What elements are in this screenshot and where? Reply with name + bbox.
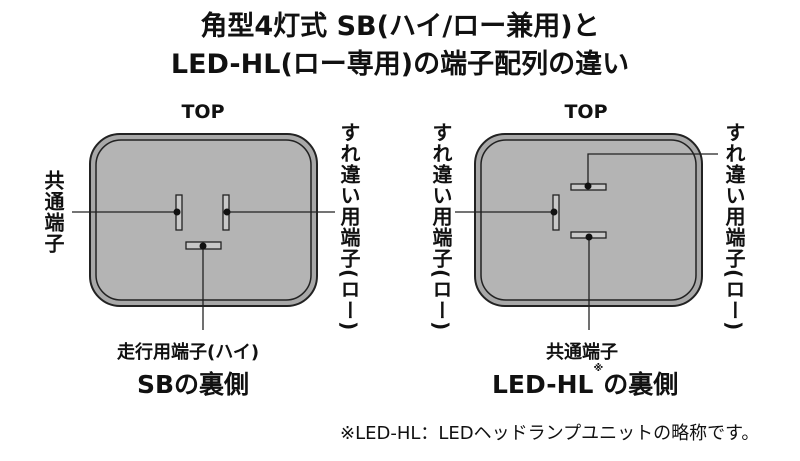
sb-connector [72, 133, 335, 330]
sb-caption: SBの裏側 [137, 370, 250, 399]
led-right-low-terminal-label: すれ違い用端子(ロー) [722, 122, 746, 332]
led-top-label: TOP [564, 101, 608, 123]
sb-high-terminal-label: 走行用端子(ハイ) [117, 342, 260, 363]
footnote: ※LED-HL：LEDヘッドランプユニットの略称です。 [340, 423, 760, 444]
footnote-mark: ※ [593, 363, 604, 374]
sb-low-terminal-label: すれ違い用端子(ロー) [337, 122, 361, 332]
led-hl-caption-main: LED-HL [492, 370, 594, 399]
sb-common-terminal-label: 共通端子 [41, 170, 65, 254]
sb-top-label: TOP [181, 101, 225, 123]
led-hl-caption-suffix: の裏側 [603, 370, 679, 399]
title-line-2: LED-HL(ロー専用)の端子配列の違い [170, 49, 630, 80]
led-left-low-terminal-label: すれ違い用端子(ロー) [429, 122, 453, 332]
title-line-1: 角型4灯式 SB(ハイ/ロー兼用)と [200, 11, 600, 42]
led-hl-caption: LED-HL※の裏側 [492, 363, 679, 401]
led-hl-connector [455, 133, 718, 330]
led-common-terminal-label: 共通端子 [546, 342, 618, 363]
